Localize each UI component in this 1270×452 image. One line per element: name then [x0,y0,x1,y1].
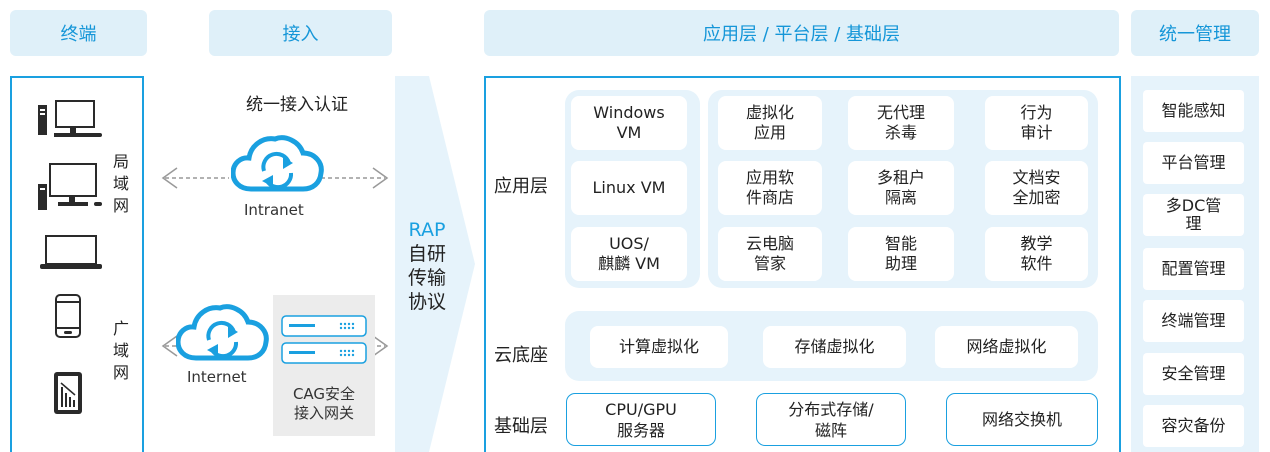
rap-line-4: 协议 [407,291,446,313]
lan-label: 局 域 网 [112,152,129,215]
mgmt-item: 平台管理 [1143,142,1244,184]
infra-card: 网络交换机 [946,393,1098,446]
intranet-label: Intranet [244,201,304,219]
app-card: 智能 助理 [848,227,954,281]
mgmt-item: 安全管理 [1143,353,1244,395]
auth-title: 统一接入认证 [246,95,348,115]
layers-frame [484,76,1121,452]
internet-label: Internet [187,368,247,386]
tablet-chart-icon [54,372,82,414]
desktop-computer-icon [38,100,102,137]
mgmt-item: 智能感知 [1143,90,1244,132]
mobile-phone-icon [55,294,81,338]
header-management: 统一管理 [1131,10,1259,56]
desktop-workstation-icon [38,163,102,210]
rap-line-3: 传输 [407,267,446,289]
internet-cloud-icon [176,304,269,361]
app-card: 应用软 件商店 [718,161,822,215]
header-layers: 应用层 / 平台层 / 基础层 [484,10,1119,56]
app-layer-label: 应用层 [494,176,548,197]
virtualization-card: 计算虚拟化 [590,326,728,368]
mgmt-item: 终端管理 [1143,300,1244,342]
app-card: 虚拟化 应用 [718,96,822,150]
gateway-label: CAG安全 接入网关 [292,385,356,422]
rap-arrow-shape [395,76,475,452]
infra-card: 分布式存储/ 磁阵 [756,393,906,446]
rap-label: RAP [408,219,446,241]
vm-card: Windows VM [571,96,687,150]
virtualization-card: 网络虚拟化 [935,326,1078,368]
vm-card: Linux VM [571,161,687,215]
header-terminal: 终端 [10,10,147,56]
mgmt-item: 配置管理 [1143,248,1244,290]
vm-card: UOS/ 麒麟 VM [571,227,687,281]
rap-protocol-label: RAP 自研 传输 协议 [402,218,452,314]
app-card: 无代理 杀毒 [848,96,954,150]
infra-card: CPU/GPU 服务器 [566,393,716,446]
rap-line-2: 自研 [407,243,446,265]
gateway-server-icon [281,315,367,364]
app-card: 云电脑 管家 [718,227,822,281]
cloud-base-label: 云底座 [494,345,548,366]
app-card: 教学 软件 [985,227,1088,281]
virtualization-card: 存储虚拟化 [763,326,906,368]
header-access: 接入 [209,10,392,56]
mgmt-item: 多DC管 理 [1143,194,1244,236]
intranet-connection [161,167,389,189]
app-card: 文档安 全加密 [985,161,1088,215]
terminal-frame [10,76,144,452]
app-card: 多租户 隔离 [848,161,954,215]
laptop-icon [40,235,102,269]
mgmt-item: 容灾备份 [1143,405,1244,447]
app-card: 行为 审计 [985,96,1088,150]
infra-layer-label: 基础层 [494,416,548,437]
intranet-cloud-icon [231,135,324,192]
wan-label: 广 域 网 [112,319,129,382]
